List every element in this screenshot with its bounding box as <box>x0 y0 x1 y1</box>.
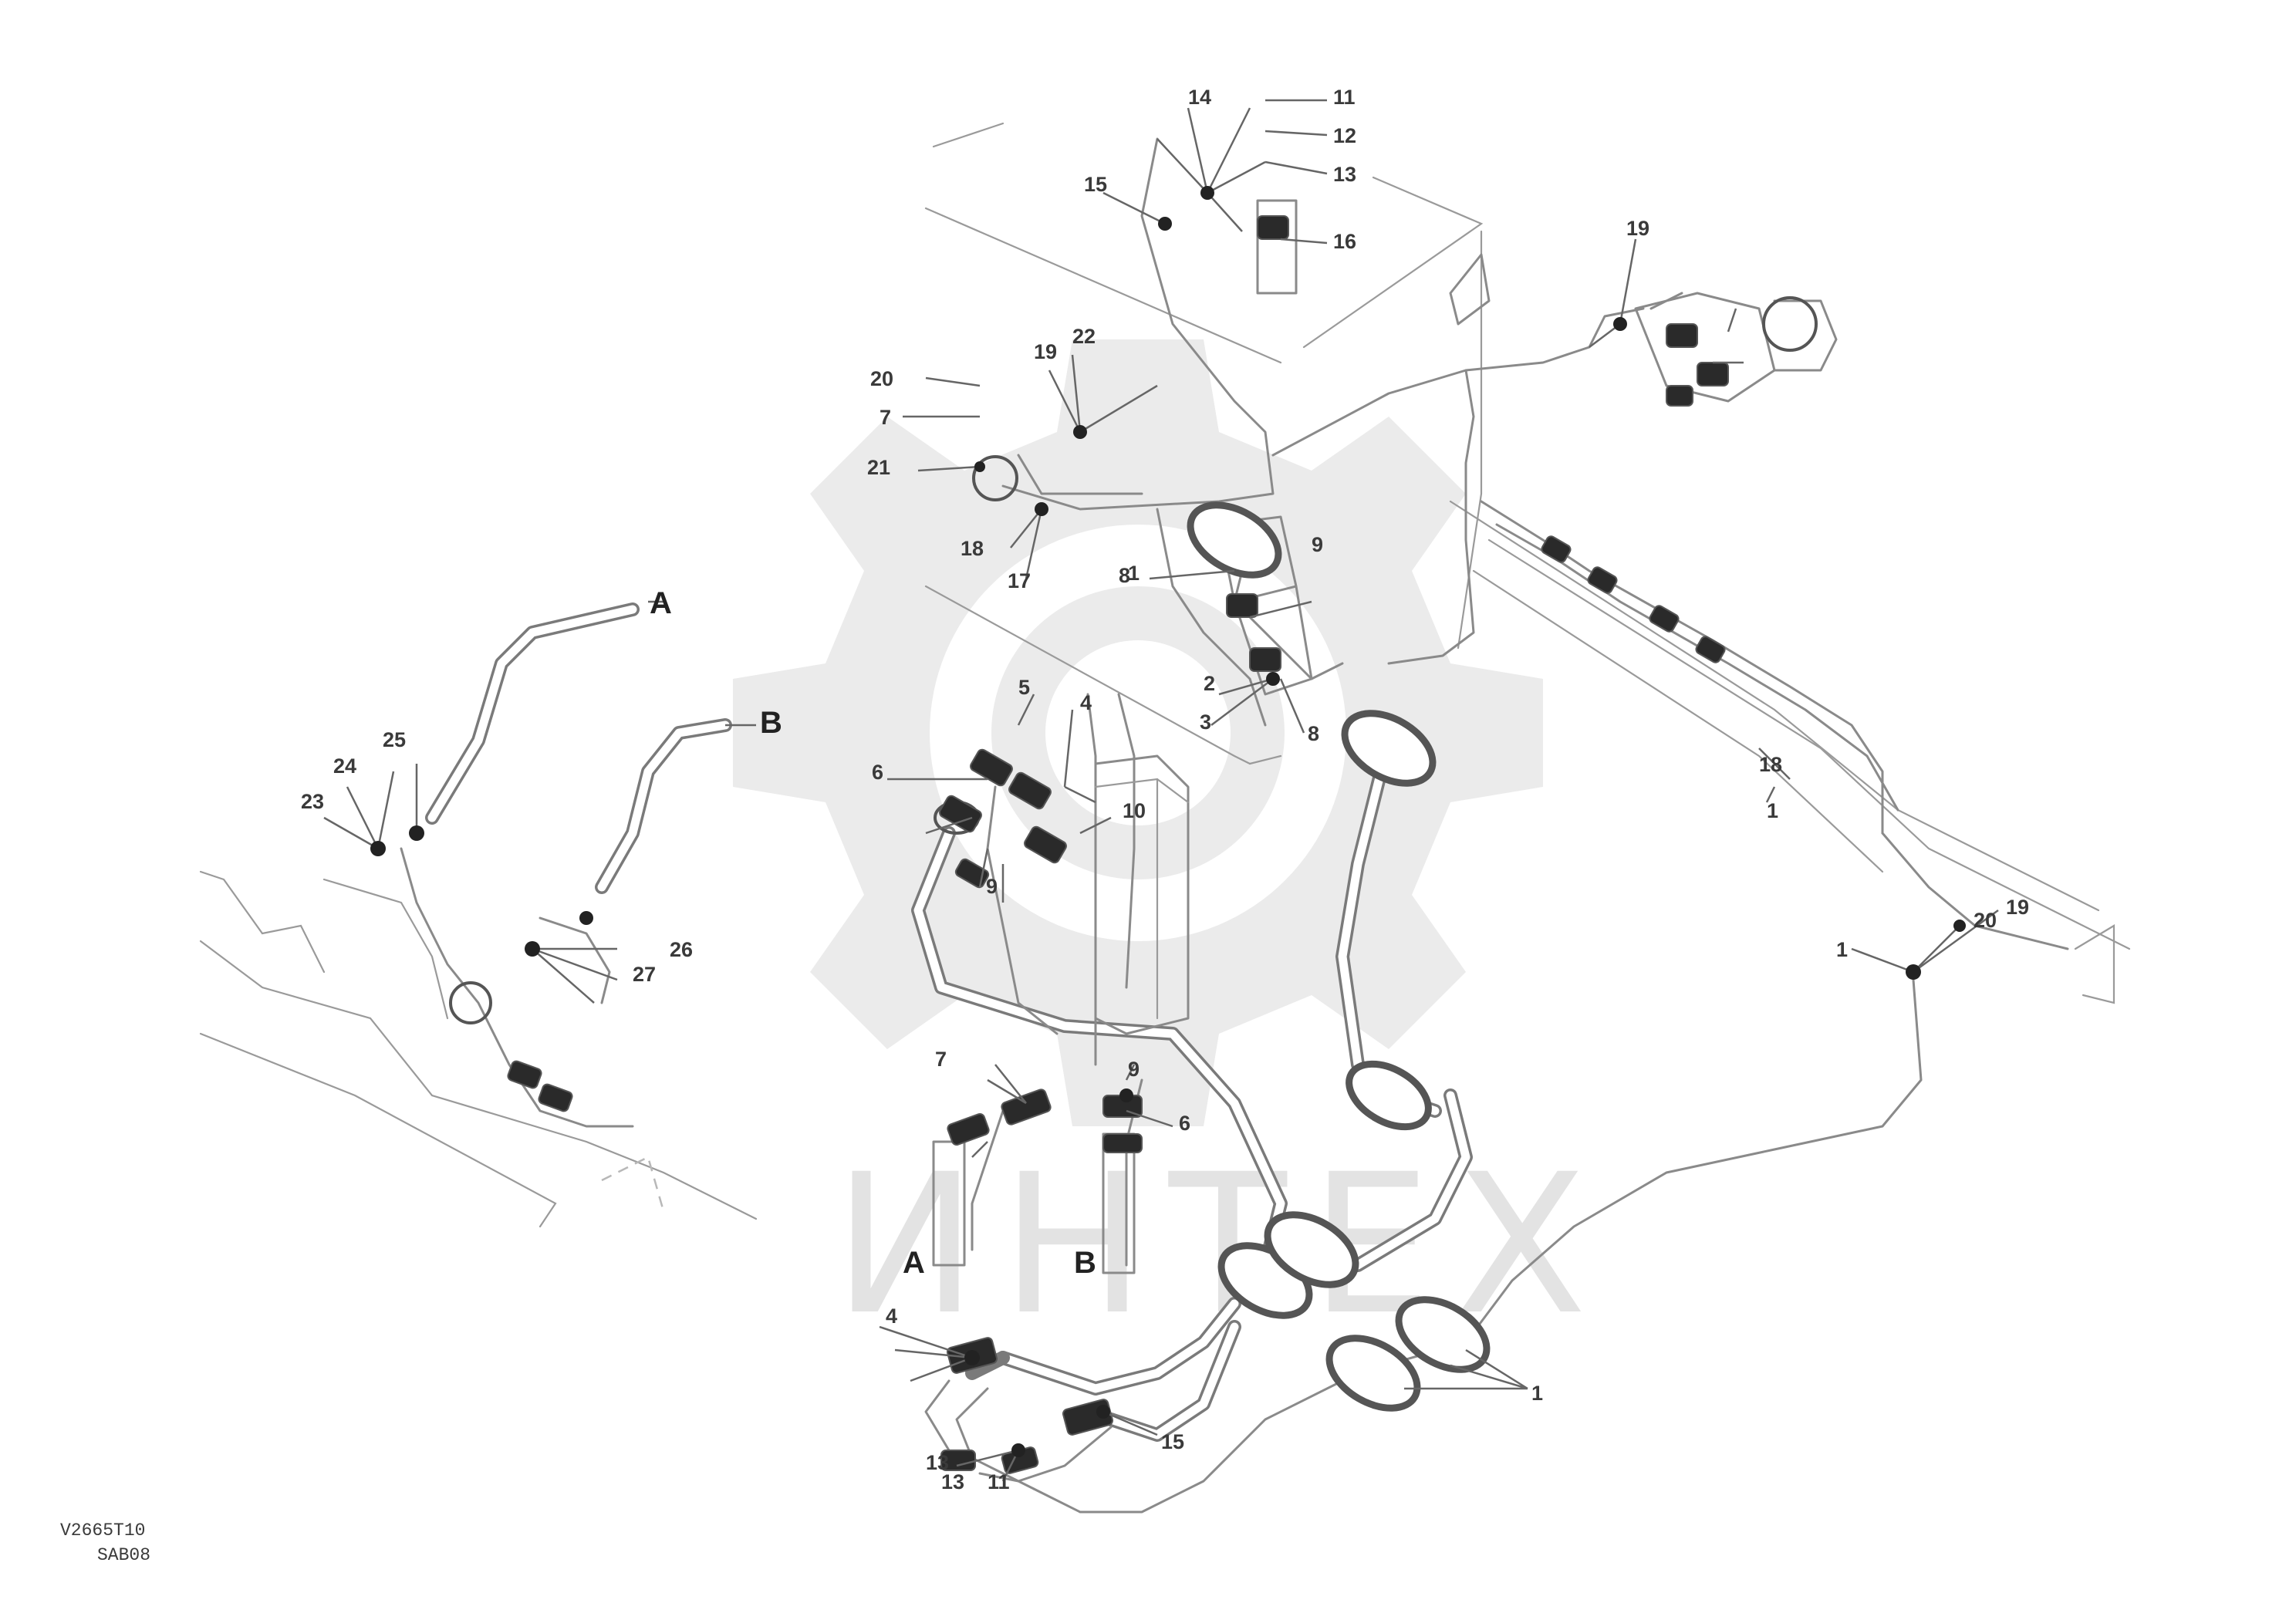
callout-label: 27 <box>633 963 656 986</box>
reference-letter-b-upper: B <box>760 706 782 740</box>
callout-label: 18 <box>961 537 984 560</box>
callout-label: 19 <box>1626 217 1649 240</box>
callout-label: 25 <box>383 728 406 751</box>
flange-rings <box>449 296 1818 1412</box>
figure-code-line-1: V2665T10 <box>60 1520 146 1541</box>
callout-label: 23 <box>301 790 324 813</box>
callout-label: 19 <box>1034 340 1057 363</box>
callout-label: 7 <box>935 1048 947 1071</box>
callout-label: 22 <box>1072 325 1096 348</box>
callout-label: 17 <box>1008 569 1031 592</box>
callout-label: 14 <box>1188 86 1211 109</box>
reference-letter-a-lower: A <box>903 1246 925 1280</box>
watermark-logo <box>733 339 1543 1126</box>
callout-label: 16 <box>1333 230 1356 253</box>
callout-label: 13 <box>1333 163 1356 186</box>
callout-label: 6 <box>1179 1112 1190 1135</box>
callout-label: 4 <box>1080 691 1092 714</box>
callout-label: 9 <box>1312 533 1323 556</box>
part-callouts: 11 12 13 14 15 16 20 7 21 19 22 18 19 17… <box>301 86 2029 1493</box>
callout-label: 2 <box>1204 672 1215 695</box>
fittings <box>507 215 1729 1474</box>
callout-label: 4 <box>886 1304 897 1328</box>
callout-label: 9 <box>986 875 998 898</box>
callout-label: 3 <box>1200 710 1211 734</box>
callout-label: 1 <box>1531 1382 1543 1405</box>
callout-label: 18 <box>1759 753 1782 776</box>
callout-label: 21 <box>867 456 890 479</box>
callout-label: 1 <box>1836 938 1848 961</box>
machine-frame-outline <box>199 122 2131 1228</box>
callout-label: 13 <box>941 1470 964 1493</box>
callout-label: 8 <box>1119 564 1130 587</box>
callout-label: 10 <box>1123 799 1146 822</box>
callout-label: 11 <box>988 1470 1010 1493</box>
reference-letter-b-lower: B <box>1074 1246 1096 1280</box>
figure-reference-code: V2665T10 SAB08 <box>60 1518 214 1568</box>
figure-code-line-2: SAB08 <box>97 1545 151 1565</box>
reference-letters: A B A B <box>650 586 1096 1280</box>
leader-nodes <box>370 186 1966 1457</box>
callout-label: 15 <box>1161 1430 1184 1453</box>
callout-label: 11 <box>1333 86 1356 109</box>
callout-label: 9 <box>1128 1058 1140 1081</box>
callout-label: 20 <box>870 367 893 390</box>
callout-label: 15 <box>1084 173 1107 196</box>
reference-letter-a-upper: A <box>650 586 672 620</box>
callout-label: 20 <box>1974 909 1997 932</box>
callout-label: 24 <box>333 754 356 778</box>
callout-label: 26 <box>670 938 693 961</box>
callout-label: 19 <box>2006 896 2029 919</box>
callout-label: 1 <box>1767 799 1778 822</box>
callout-label: 6 <box>872 761 883 784</box>
callout-label: 8 <box>1308 722 1319 745</box>
callout-label: 12 <box>1333 124 1356 147</box>
callout-label: 7 <box>880 406 891 429</box>
callout-label: 1 <box>1128 562 1140 585</box>
callout-label: 5 <box>1018 676 1030 699</box>
callout-label: 13 <box>926 1451 949 1474</box>
